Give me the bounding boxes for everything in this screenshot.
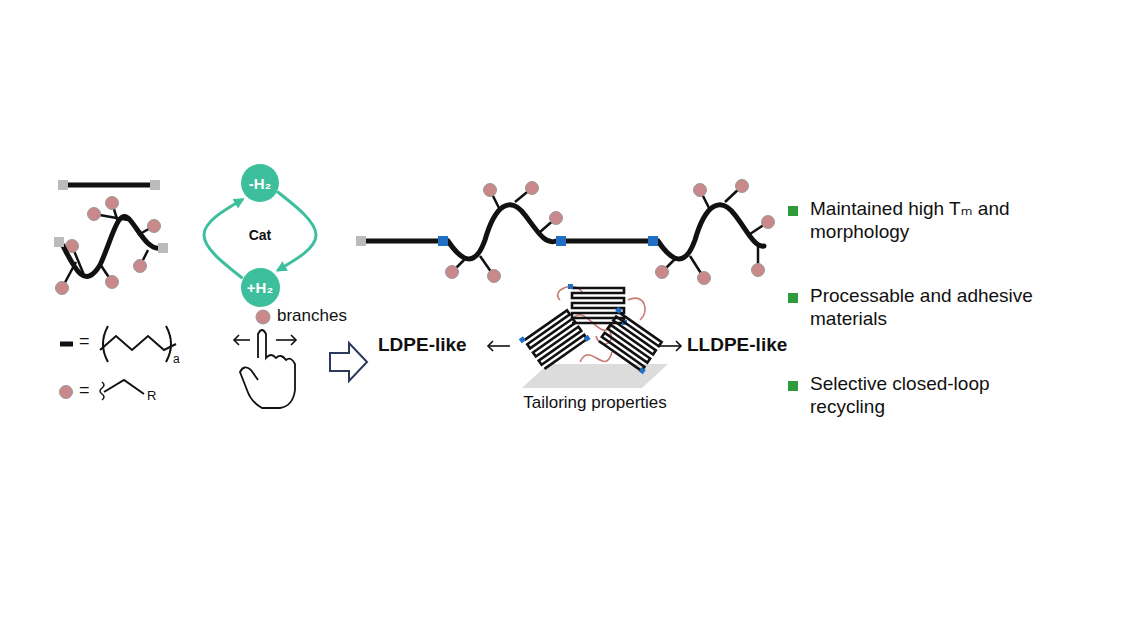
catalyst-step-circle: -H₂	[241, 164, 279, 202]
cycle-arrow	[204, 199, 243, 278]
branch-dot	[488, 270, 501, 283]
cycle-arrow	[277, 192, 316, 271]
feature-text: Maintained high Tₘ and morphology	[810, 198, 1055, 244]
ldpe-label: LDPE-like	[378, 334, 467, 357]
arrow-right	[276, 339, 296, 341]
arrow-left-head	[488, 341, 493, 351]
arrow-right	[660, 345, 681, 347]
subscript: a	[173, 352, 180, 366]
linear-segment-key	[60, 342, 73, 347]
amorphous-loop	[580, 352, 612, 362]
branch-dot	[88, 208, 101, 221]
end-group	[150, 180, 160, 190]
branched-chain	[62, 216, 160, 276]
branch-dot	[752, 264, 765, 277]
branch-dot	[134, 260, 147, 273]
branch-dot	[526, 182, 539, 195]
bullet	[788, 206, 798, 216]
junction	[438, 236, 448, 246]
bracket	[166, 326, 171, 362]
arrow-right-head	[676, 341, 681, 351]
branch-dot	[698, 272, 711, 285]
junction	[615, 307, 622, 314]
lamellar-morphology	[519, 284, 667, 374]
branch-dot	[106, 197, 119, 210]
step-label: -H₂	[249, 175, 272, 192]
branch-dot	[484, 184, 497, 197]
bullet	[788, 293, 798, 303]
equals-sign: =	[79, 380, 90, 402]
branch-dot	[148, 220, 161, 233]
branch-dot	[762, 216, 775, 229]
end-group	[158, 243, 168, 253]
branch-dot	[446, 266, 459, 279]
junction	[556, 236, 566, 246]
end-group	[58, 180, 68, 190]
base-plane	[522, 364, 668, 388]
catalyst-step-circle: +H₂	[241, 268, 280, 307]
amorphous-loop	[628, 298, 645, 320]
branched-block	[658, 205, 764, 259]
block-arrow	[330, 343, 367, 381]
lamella-stack	[595, 307, 667, 374]
arrow-right-head	[291, 335, 296, 345]
junction	[519, 336, 526, 343]
hand-icon	[240, 330, 295, 408]
arrow-left	[488, 345, 510, 347]
end-group	[356, 236, 366, 246]
equals-sign: =	[79, 331, 90, 353]
caption-text: Tailoring properties	[523, 393, 667, 413]
repeat-unit	[100, 336, 176, 350]
feature-text: Selective closed-loop recycling	[810, 373, 1055, 419]
feature-text: Processable and adhesive materials	[810, 285, 1055, 331]
branch-dot	[656, 266, 669, 279]
junction	[648, 236, 658, 246]
arrow-left	[234, 339, 250, 341]
multiblock-copolymer	[356, 180, 775, 285]
end-group	[54, 237, 64, 247]
branch-dot	[550, 212, 563, 225]
junction	[639, 367, 646, 374]
step-label: +H₂	[247, 279, 273, 296]
branched-block	[448, 205, 556, 259]
branch-dot	[694, 184, 707, 197]
linear-block	[366, 239, 440, 244]
wavy-bond	[100, 382, 104, 400]
bullet	[788, 381, 798, 391]
branch-dot	[56, 282, 69, 295]
catalyst-label: Cat	[249, 227, 272, 244]
junction	[568, 284, 573, 289]
branch-dot	[106, 276, 119, 289]
linear-block	[566, 239, 648, 244]
lamella-stack	[519, 305, 591, 372]
branch-dot	[736, 180, 749, 193]
branched-chain	[54, 197, 168, 295]
folded-chain	[599, 312, 662, 370]
branch-dot	[256, 310, 270, 324]
linear-chain	[66, 183, 152, 188]
branch-key-dot	[60, 386, 73, 399]
junction	[584, 335, 591, 342]
lldpe-label: LLDPE-like	[687, 334, 787, 357]
branch-key-label: branches	[277, 306, 347, 326]
branch-bond	[104, 380, 144, 394]
arrow-left-head	[234, 335, 239, 345]
substituent-label: R	[147, 388, 156, 404]
